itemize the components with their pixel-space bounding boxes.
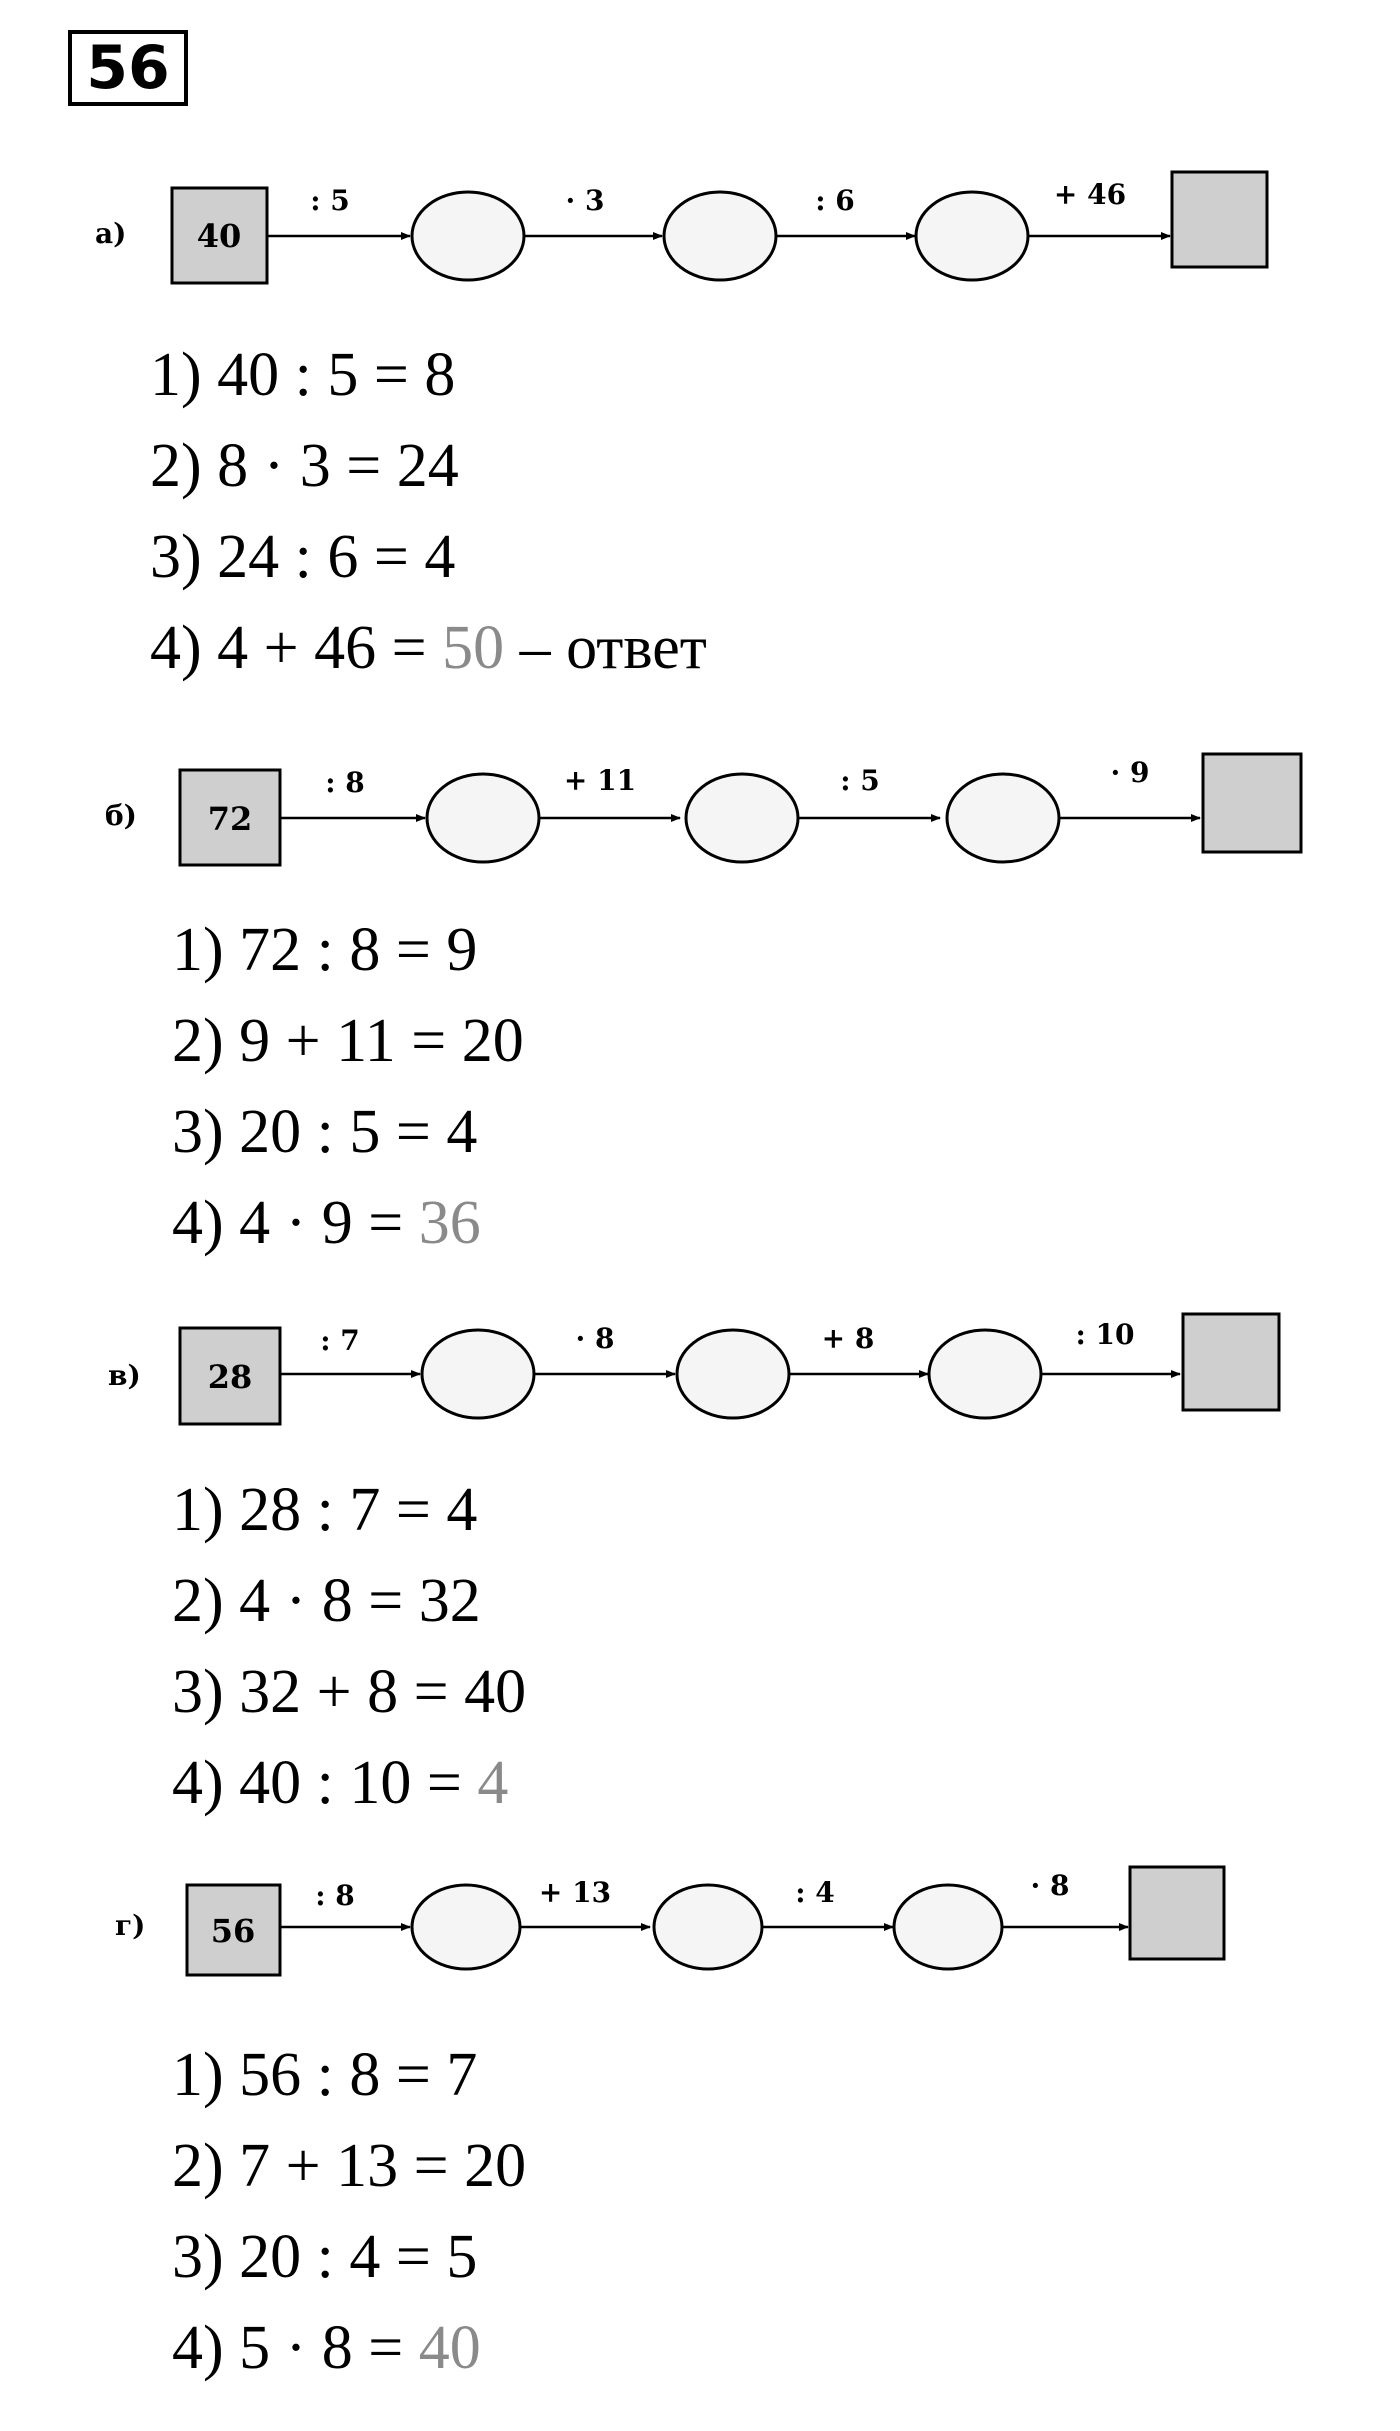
empty-oval [425,772,541,864]
solution-step: 3) 20 : 4 = 5 [172,2223,478,2291]
operation-label: : 7 [320,1324,360,1357]
part-label: б) [105,799,137,832]
solution-step: 1) 40 : 5 = 8 [150,341,456,409]
operation-label: + 8 [822,1322,875,1355]
solution-step: 1) 28 : 7 = 4 [172,1476,478,1544]
operation-label: : 5 [310,184,350,217]
answer-value: 4 [477,1749,509,1817]
empty-oval [652,1883,764,1971]
start-box [170,186,269,285]
empty-oval [420,1328,536,1420]
task-number: 56 [68,30,188,106]
solution-step: 1) 72 : 8 = 9 [172,916,478,984]
solution-step: 4) 4 · 9 = 36 [172,1189,481,1257]
empty-oval [410,1883,522,1971]
start-box [178,1326,282,1426]
part-label: а) [95,217,126,250]
empty-oval [945,772,1061,864]
chain-diagram-a: а) 40 : 5 · 3 : 6 + 46 [95,170,1269,285]
operation-label: · 8 [1031,1869,1070,1902]
empty-oval [662,190,778,282]
solution-steps-c: 1) 28 : 7 = 4 2) 4 · 8 = 32 3) 32 + 8 = … [172,1465,526,1829]
chain-diagram-b: б) 72 : 8 + 11 : 5 · 9 [105,752,1303,867]
part-label: в) [108,1359,141,1392]
answer-note: – ответ [504,614,707,682]
operation-label: : 5 [840,764,880,797]
chain-diagram-d: г) 56 : 8 + 13 : 4 · 8 [115,1865,1226,1977]
result-box [1201,752,1303,854]
result-box [1170,170,1269,269]
operation-label: + 46 [1054,178,1126,211]
solution-step: 3) 20 : 5 = 4 [172,1098,478,1166]
solution-steps-d: 1) 56 : 8 = 7 2) 7 + 13 = 20 3) 20 : 4 =… [172,2030,526,2394]
solution-step: 4) 40 : 10 = 4 [172,1749,509,1817]
start-value: 56 [211,1912,256,1950]
empty-oval [914,190,1030,282]
operation-label: : 6 [815,184,855,217]
operation-label: : 8 [325,766,365,799]
operation-label: · 3 [566,184,605,217]
start-value: 28 [208,1358,253,1396]
solution-step: 4) 5 · 8 = 40 [172,2314,481,2382]
solution-step: 3) 24 : 6 = 4 [150,523,456,591]
empty-oval [927,1328,1043,1420]
operation-label: + 11 [564,764,636,797]
start-box [185,1883,282,1977]
operation-label: · 8 [576,1322,615,1355]
solution-step: 2) 9 + 11 = 20 [172,1007,524,1075]
start-value: 72 [208,800,253,838]
solution-step: 4) 4 + 46 = 50 – ответ [150,614,707,682]
solution-step: 2) 8 · 3 = 24 [150,432,459,500]
operation-label: + 13 [539,1876,611,1909]
empty-oval [410,190,526,282]
result-box [1181,1312,1281,1412]
solution-steps-b: 1) 72 : 8 = 9 2) 9 + 11 = 20 3) 20 : 5 =… [172,905,524,1269]
result-box [1128,1865,1226,1961]
solution-step: 3) 32 + 8 = 40 [172,1658,527,1726]
empty-oval [675,1328,791,1420]
answer-value: 36 [418,1189,481,1257]
operation-label: : 4 [795,1876,835,1909]
solution-steps-a: 1) 40 : 5 = 8 2) 8 · 3 = 24 3) 24 : 6 = … [150,330,707,694]
start-value: 40 [197,217,242,255]
empty-oval [684,772,800,864]
solution-step: 2) 4 · 8 = 32 [172,1567,481,1635]
solution-step: 1) 56 : 8 = 7 [172,2041,478,2109]
operation-label: · 9 [1111,756,1150,789]
answer-value: 40 [418,2314,481,2382]
chain-diagram-c: в) 28 : 7 · 8 + 8 : 10 [108,1312,1281,1426]
answer-value: 50 [442,614,505,682]
operation-label: : 10 [1075,1318,1134,1351]
empty-oval [892,1883,1004,1971]
part-label: г) [115,1909,145,1942]
start-box [178,768,282,867]
solution-step: 2) 7 + 13 = 20 [172,2132,527,2200]
operation-label: : 8 [315,1879,355,1912]
